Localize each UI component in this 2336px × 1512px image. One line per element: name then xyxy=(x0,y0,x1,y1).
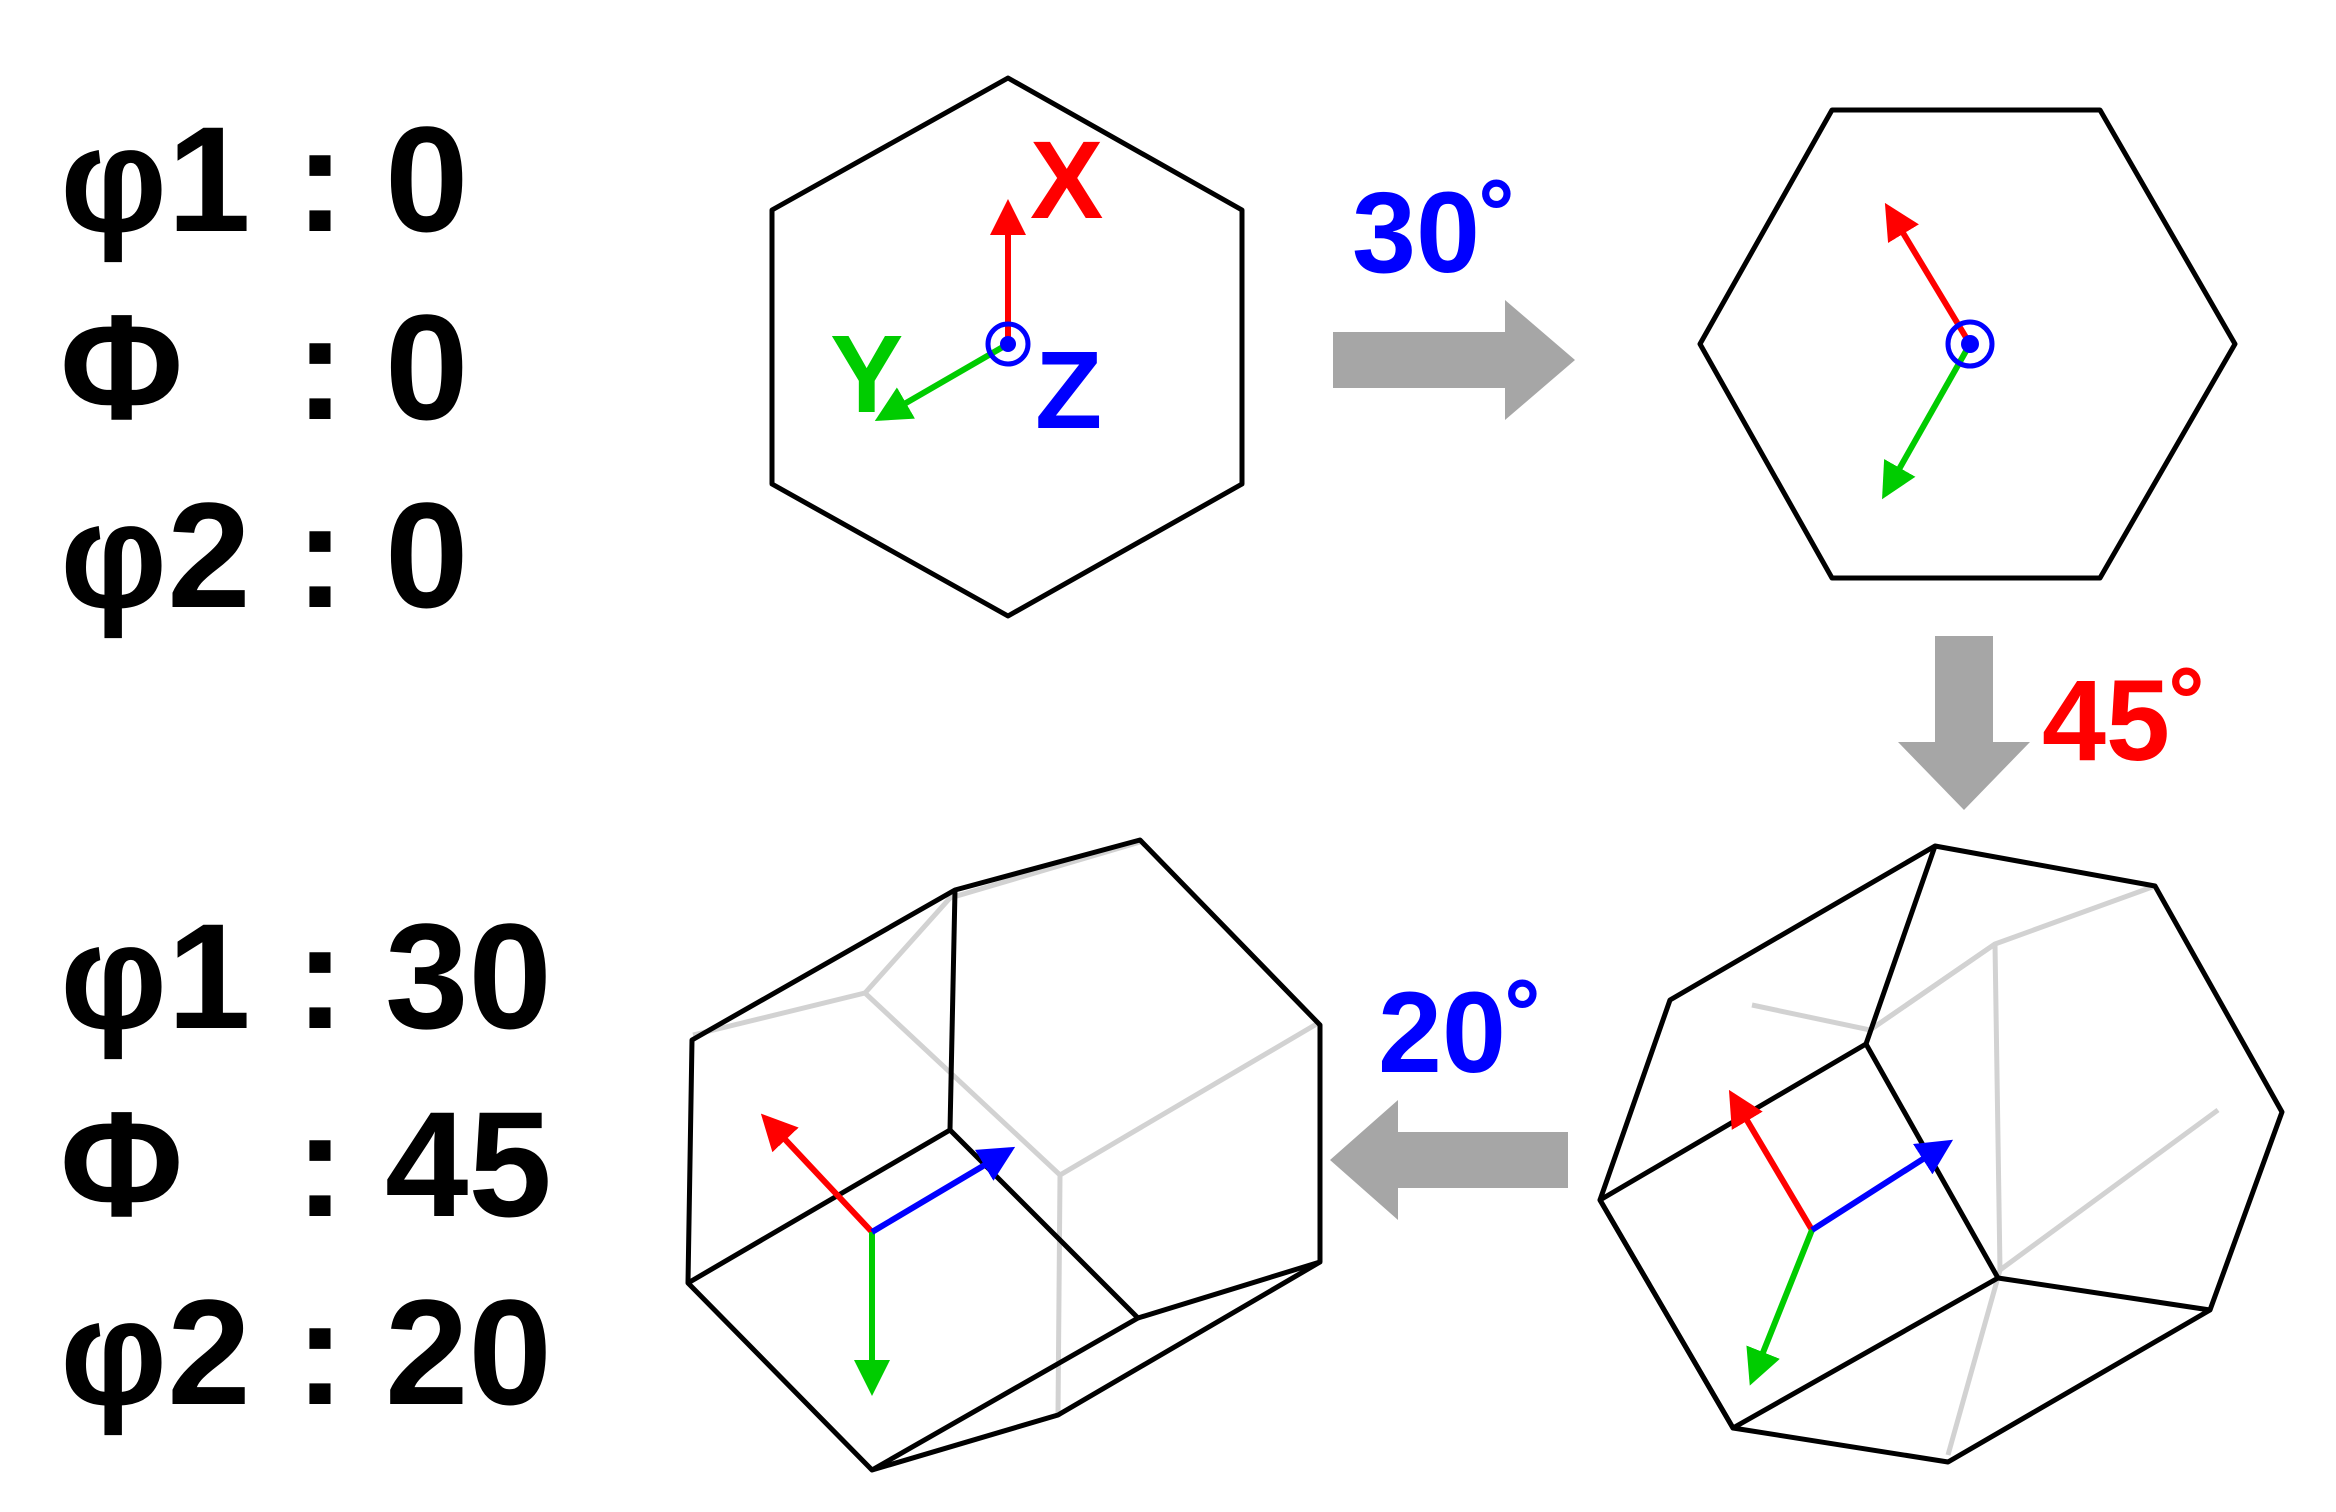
prism-edge xyxy=(870,1315,1140,1473)
y-axis-label: Y xyxy=(830,313,903,436)
hidden-edge xyxy=(692,990,1322,1179)
hidden-edge xyxy=(863,839,1141,995)
step-2-angle: 45˚ xyxy=(2042,657,2208,785)
Phi-symbol: Φ xyxy=(60,1080,184,1248)
separator: : xyxy=(295,1268,345,1436)
rotation-step-3: 20˚ xyxy=(1330,969,1568,1220)
hexagon-outline xyxy=(1697,107,2238,581)
prism-edge xyxy=(686,1127,952,1286)
rotation-step-1: 30˚ xyxy=(1333,169,1575,420)
hidden-edge xyxy=(1868,941,1997,1033)
prism-outline xyxy=(1597,843,2285,1465)
z-axis-arrow xyxy=(870,1146,1016,1235)
phi2-symbol: φ2 xyxy=(60,471,251,639)
phi1-symbol: φ1 xyxy=(60,892,251,1060)
y-axis-arrow xyxy=(874,341,1010,422)
phi2-value: 20 xyxy=(385,1268,552,1436)
separator: : xyxy=(295,471,345,639)
phi1-value: 30 xyxy=(385,892,552,1060)
prism-edge xyxy=(947,889,958,1131)
prism-edge xyxy=(1997,1275,2211,1313)
phi2-value: 0 xyxy=(385,471,469,639)
separator: : xyxy=(295,1080,345,1248)
separator: : xyxy=(295,95,345,263)
hidden-edge xyxy=(871,1174,1063,1473)
x-axis-arrow xyxy=(1884,202,1973,346)
z-axis-out-of-plane xyxy=(1945,319,1995,369)
phi1-symbol: φ1 xyxy=(60,95,251,263)
down-arrow-icon xyxy=(1898,636,2030,810)
separator: : xyxy=(295,283,345,451)
y-axis-arrow xyxy=(1882,342,1973,500)
phi1-value: 0 xyxy=(385,95,469,263)
crystal-initial: X Y Z xyxy=(769,75,1245,619)
crystal-after-Phi xyxy=(1597,843,2285,1465)
Phi-value: 45 xyxy=(385,1080,552,1248)
x-axis-arrow xyxy=(1728,1089,1815,1232)
z-axis-label: Z xyxy=(1035,329,1102,452)
z-axis-out-of-plane xyxy=(985,321,1031,367)
step-1-angle: 30˚ xyxy=(1352,169,1518,297)
y-axis-arrow xyxy=(1746,1228,1815,1386)
hexagon-outline xyxy=(769,75,1245,619)
crystal-final xyxy=(685,837,1323,1473)
Phi-value: 0 xyxy=(385,283,469,451)
phi2-symbol: φ2 xyxy=(60,1268,251,1436)
Phi-symbol: Φ xyxy=(60,283,184,451)
hidden-edge xyxy=(1998,1107,2220,1273)
step-3-angle: 20˚ xyxy=(1378,969,1544,1097)
z-axis-dot xyxy=(1000,336,1016,352)
right-arrow-icon xyxy=(1333,300,1575,420)
prism-edge xyxy=(1863,845,1938,1045)
rotation-step-2: 45˚ xyxy=(1898,636,2208,810)
z-axis-dot xyxy=(1961,335,1979,353)
prism-edge xyxy=(1137,1259,1321,1321)
z-axis-arrow xyxy=(1810,1139,1954,1233)
crystal-after-phi1 xyxy=(1697,107,2238,581)
left-arrow-icon xyxy=(1330,1100,1568,1220)
x-axis-arrow xyxy=(760,1113,875,1235)
separator: : xyxy=(295,892,345,1060)
hidden-edge xyxy=(1751,883,2156,1033)
x-axis-label: X xyxy=(1030,119,1103,242)
prism-front-face xyxy=(1597,1041,2001,1431)
